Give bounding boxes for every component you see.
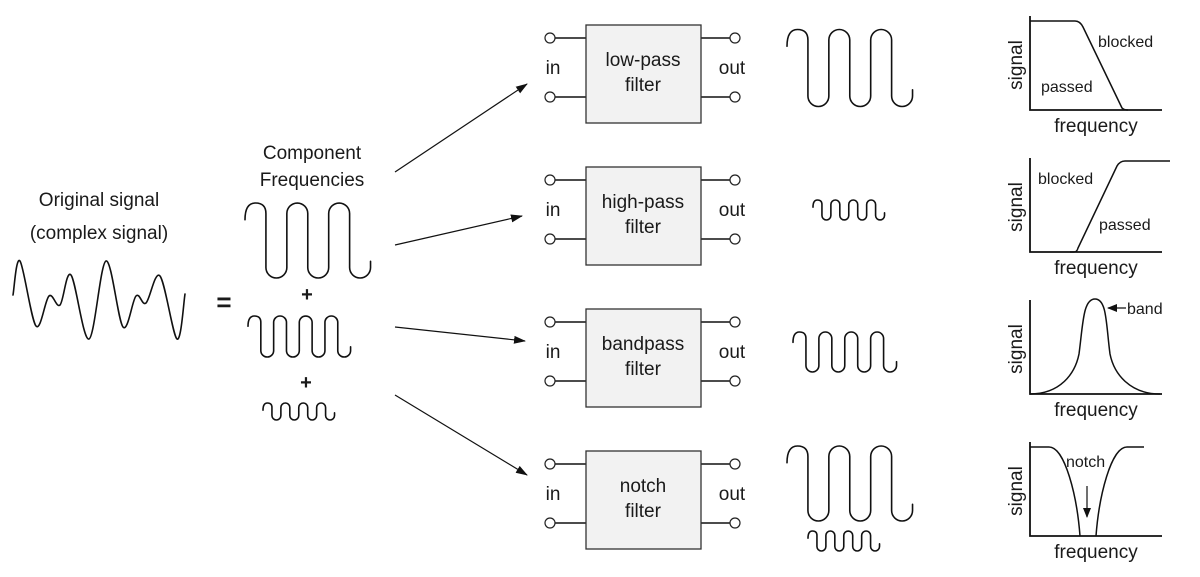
output-terminal-top (729, 316, 741, 328)
input-label: in (546, 200, 561, 221)
plot-y-label: signal (1006, 40, 1027, 90)
blocked-label: blocked (1098, 34, 1153, 51)
passed-label: passed (1099, 217, 1151, 234)
arrow-to-high-pass (394, 214, 523, 246)
original-signal-title: Original signal (39, 190, 159, 211)
output-label: out (719, 342, 746, 363)
filter-name: notch (620, 476, 666, 497)
output-wave-low-frequency (786, 28, 914, 108)
original-signal-group: Original signal (complex signal) (12, 190, 186, 340)
response-curve (1030, 20, 1129, 111)
component-frequencies-title: Component (263, 143, 362, 164)
input-terminal-top (544, 32, 556, 44)
output-terminal-bottom (729, 375, 741, 387)
component-frequencies-group: Component Frequencies + + (244, 143, 372, 421)
output-label: out (719, 200, 746, 221)
input-terminal-bottom (544, 517, 556, 529)
band-label: band (1127, 301, 1163, 318)
output-terminal-bottom (729, 517, 741, 529)
component-wave-mid-frequency (247, 315, 352, 358)
output-terminal-top (729, 458, 741, 470)
plus-sign-2: + (300, 372, 312, 394)
notch-label: notch (1066, 454, 1105, 471)
plot-x-label: frequency (1054, 258, 1138, 279)
input-terminal-bottom (544, 91, 556, 103)
arrow-to-bandpass (394, 326, 526, 344)
output-terminal-top (729, 32, 741, 44)
input-terminal-bottom (544, 233, 556, 245)
arrow-to-notch (394, 394, 528, 476)
response-curve (1030, 446, 1144, 537)
input-terminal-top (544, 316, 556, 328)
filter-row-bandpass: bandpass filter in out signal frequency band (544, 298, 1163, 421)
output-terminal-bottom (729, 233, 741, 245)
response-plot-bandpass: signal frequency band (1006, 298, 1163, 421)
filter-name-suffix: filter (625, 75, 662, 96)
response-plot-low-pass: signal frequency blocked passed (1006, 16, 1162, 137)
filter-name-suffix: filter (625, 359, 662, 380)
input-label: in (546, 58, 561, 79)
filter-row-high-pass: high-pass filter in out signal frequency block… (544, 158, 1170, 279)
complex-signal-wave (12, 259, 186, 340)
input-terminal-top (544, 174, 556, 186)
filter-name: low-pass (606, 50, 681, 71)
component-frequencies-subtitle: Frequencies (260, 170, 365, 191)
plot-axes (1029, 442, 1162, 537)
output-terminal-top (729, 174, 741, 186)
plot-axes (1029, 158, 1162, 253)
filter-row-low-pass: low-pass filter in out signal frequency blocke… (544, 16, 1162, 137)
input-terminal-bottom (544, 375, 556, 387)
response-plot-notch: signal frequency notch (1006, 442, 1162, 563)
response-plot-high-pass: signal frequency blocked passed (1006, 158, 1170, 279)
plot-axes (1029, 16, 1162, 111)
plot-x-label: frequency (1054, 542, 1138, 563)
filter-box (585, 24, 702, 124)
input-label: in (546, 342, 561, 363)
output-wave-mid-frequency (792, 331, 898, 373)
output-label: out (719, 484, 746, 505)
response-curve (1070, 160, 1170, 253)
input-terminal-top (544, 458, 556, 470)
filter-box (585, 450, 702, 550)
component-wave-high-frequency (262, 402, 336, 421)
input-label: in (546, 484, 561, 505)
equals-sign: = (216, 287, 231, 317)
filter-name-suffix: filter (625, 217, 662, 238)
output-wave-high-frequency (812, 199, 886, 221)
plot-x-label: frequency (1054, 400, 1138, 421)
filter-name: bandpass (602, 334, 684, 355)
original-signal-subtitle: (complex signal) (30, 223, 168, 244)
filter-box (585, 166, 702, 266)
filter-box (585, 308, 702, 408)
plus-sign-1: + (301, 284, 313, 306)
output-label: out (719, 58, 746, 79)
output-terminal-bottom (729, 91, 741, 103)
arrow-to-low-pass (394, 83, 528, 173)
output-wave-low-frequency (786, 445, 914, 522)
output-wave-high-frequency (807, 530, 881, 552)
response-curve (1029, 298, 1161, 395)
filter-name-suffix: filter (625, 501, 662, 522)
blocked-label: blocked (1038, 171, 1093, 188)
plot-y-label: signal (1006, 324, 1027, 374)
filter-row-notch: notch filter in out signal frequency notch (544, 442, 1162, 563)
plot-y-label: signal (1006, 182, 1027, 232)
filter-rows: low-pass filter in out signal frequency blocke… (544, 16, 1170, 563)
passed-label: passed (1041, 79, 1093, 96)
plot-y-label: signal (1006, 466, 1027, 516)
plot-x-label: frequency (1054, 116, 1138, 137)
component-wave-low-frequency (244, 202, 372, 279)
filter-name: high-pass (602, 192, 684, 213)
